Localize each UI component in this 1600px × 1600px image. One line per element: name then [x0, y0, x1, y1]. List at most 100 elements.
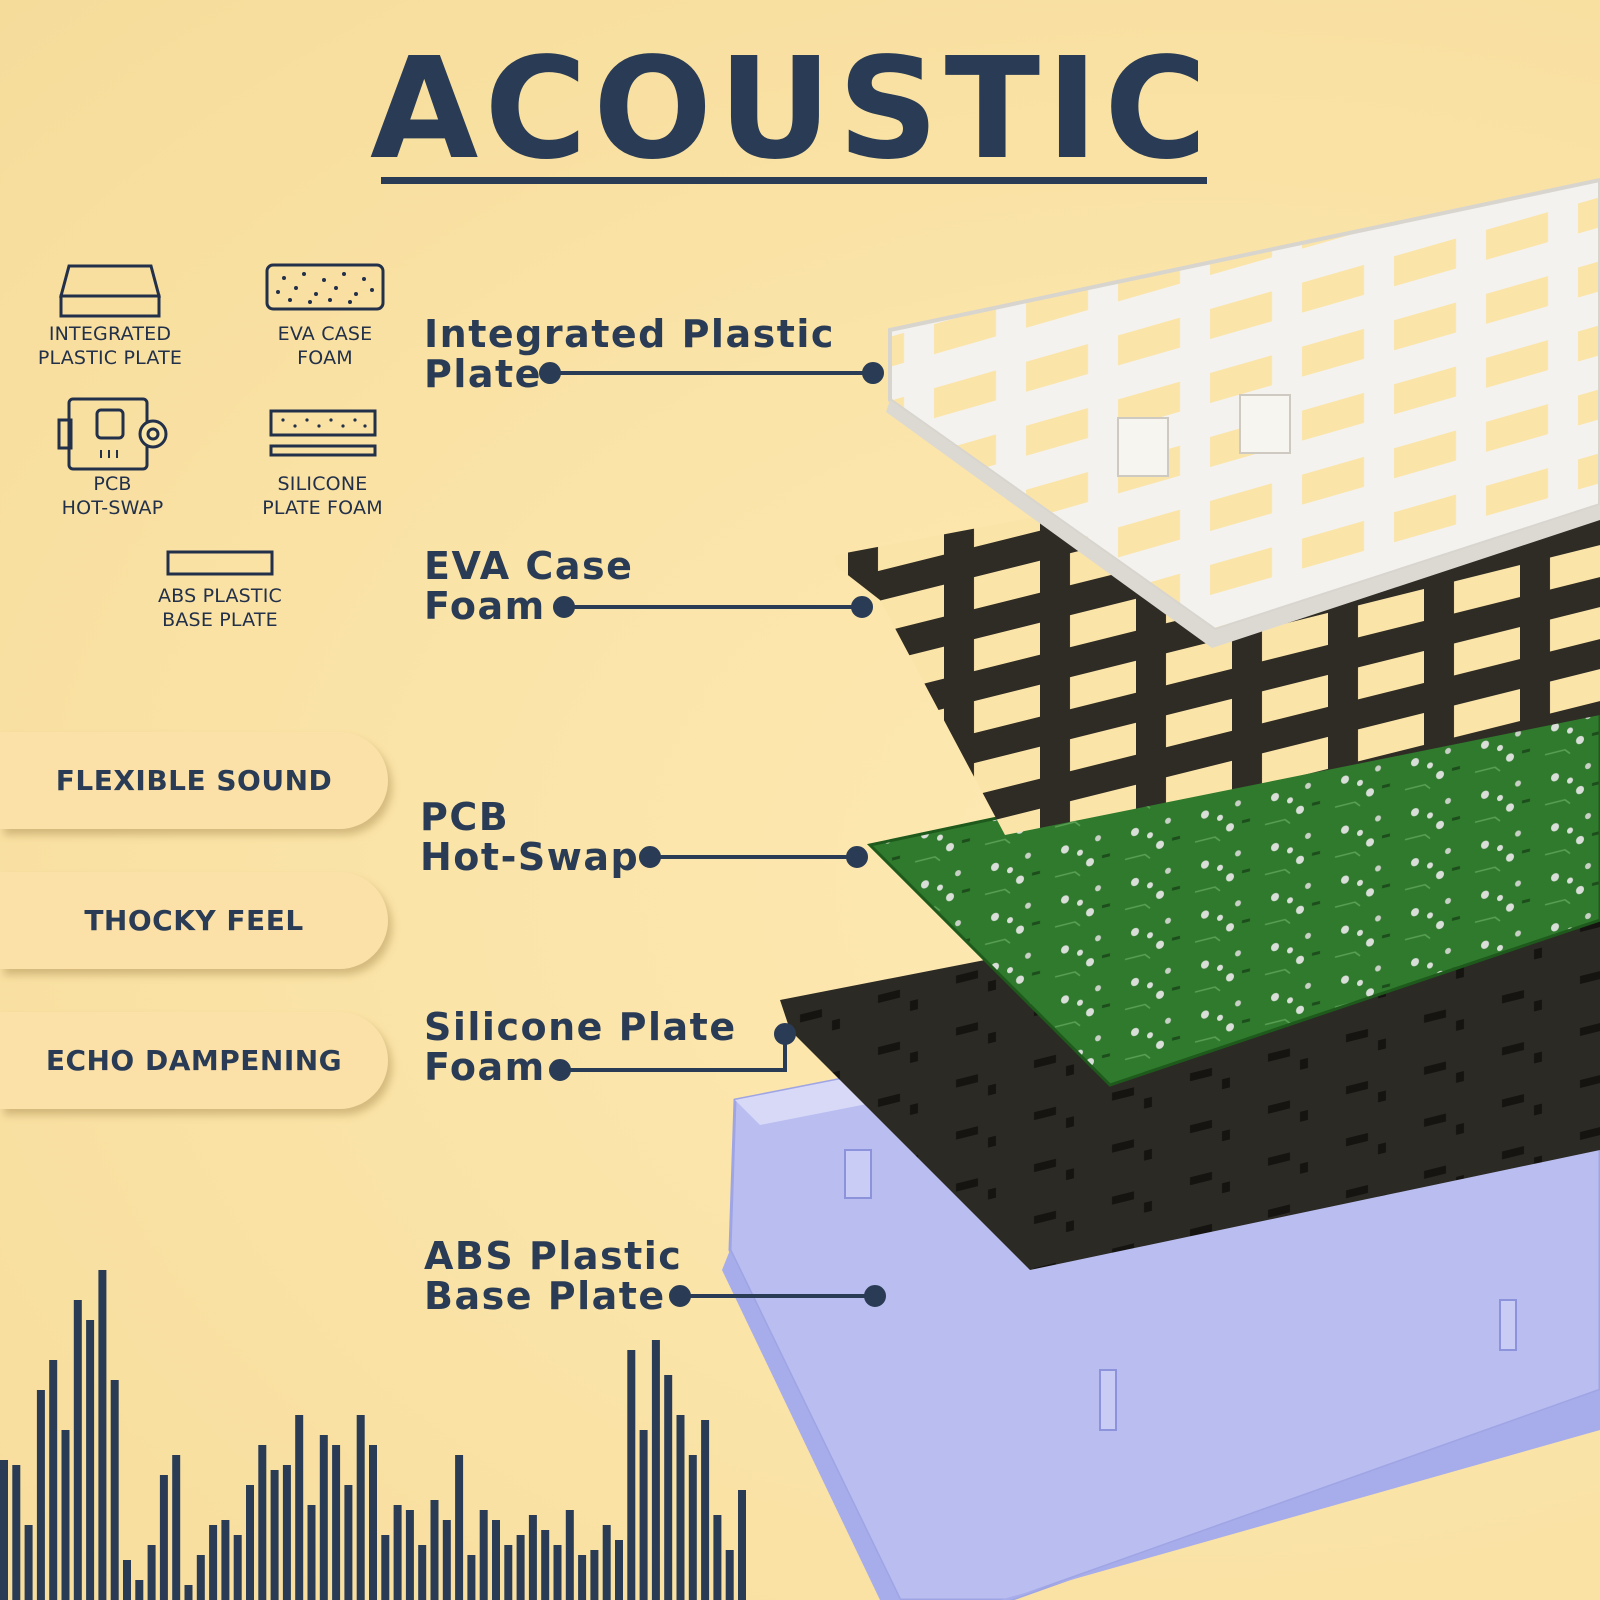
feature-pill-thocky-feel: THOCKY FEEL — [0, 872, 388, 969]
sound-wave-bar — [516, 1535, 525, 1600]
layer-label-abs-plastic-base-plate: ABS Plastic Base Plate — [424, 1236, 682, 1316]
sound-wave-bar — [701, 1420, 710, 1600]
connector-dot — [539, 362, 561, 384]
sound-wave-bar — [135, 1580, 144, 1600]
legend-label-line1: EVA CASE — [277, 323, 373, 345]
connector-dot — [553, 596, 575, 618]
switch-shape — [1239, 394, 1291, 454]
sound-wave-bar — [282, 1465, 291, 1600]
sound-wave-bar — [479, 1510, 488, 1600]
sound-wave-bar — [455, 1455, 464, 1600]
abs-standoff — [844, 1149, 872, 1199]
sound-wave-bar — [98, 1270, 107, 1600]
legend-label-line1: ABS PLASTIC — [157, 585, 282, 607]
sound-wave-bar — [627, 1350, 636, 1600]
connector-dot — [639, 846, 661, 868]
abs-standoff — [1499, 1299, 1517, 1351]
layer-label-silicone-plate-foam: Silicone Plate Foam — [424, 1007, 737, 1087]
sound-wave-bar — [196, 1555, 205, 1600]
sound-wave-bar — [159, 1475, 168, 1600]
feature-pill-echo-dampening: ECHO DAMPENING — [0, 1012, 388, 1109]
sound-wave-bar — [639, 1430, 648, 1600]
eva-case-foam-icon — [265, 263, 385, 311]
feature-pill-flexible-sound: FLEXIBLE SOUND — [0, 732, 388, 829]
sound-wave-bar — [221, 1520, 230, 1600]
sound-wave-bar — [664, 1375, 673, 1600]
layer-label-line2: Base Plate — [424, 1274, 666, 1318]
sound-wave-bar — [688, 1455, 697, 1600]
sound-wave-bar — [86, 1320, 95, 1600]
sound-wave-bar — [36, 1390, 45, 1600]
sound-wave-bar — [442, 1520, 451, 1600]
pcb-hot-swap-icon — [57, 397, 167, 471]
sound-wave-bar — [307, 1505, 316, 1600]
sound-wave-bar — [356, 1415, 365, 1600]
sound-wave-bar — [270, 1470, 279, 1600]
sound-wave-bar — [233, 1535, 242, 1600]
sound-wave-bar — [369, 1445, 377, 1600]
integrated-plastic-plate-icon — [59, 264, 161, 318]
sound-wave-bar — [24, 1525, 33, 1600]
sound-wave-bar — [528, 1515, 537, 1600]
layer-label-line2: Hot-Swap — [420, 835, 640, 879]
legend-label-line2: HOT-SWAP — [61, 497, 164, 519]
sound-wave-bar — [344, 1485, 353, 1600]
legend-label-line1: INTEGRATED — [48, 323, 172, 345]
sound-wave-bar — [110, 1380, 119, 1600]
legend-label-line2: BASE PLATE — [162, 609, 278, 631]
layer-label-integrated-plastic-plate: Integrated Plastic Plate — [424, 314, 835, 394]
sound-wave-bar — [295, 1415, 304, 1600]
layer-label-line2: Plate — [424, 352, 542, 396]
sound-wave-bar — [49, 1360, 58, 1600]
legend-item-silicone-plate-foam: SILICONE PLATE FOAM — [240, 408, 405, 520]
legend-label-line2: PLATE FOAM — [262, 497, 383, 519]
layer-label-line1: EVA Case — [424, 544, 634, 588]
sound-wave-bar — [147, 1545, 156, 1600]
sound-wave-bar — [73, 1300, 82, 1600]
sound-wave-bar — [651, 1340, 660, 1600]
sound-wave-bar — [492, 1520, 500, 1600]
sound-wave-bar — [565, 1510, 574, 1600]
legend-item-eva-case-foam: EVA CASE FOAM — [240, 262, 410, 370]
abs-plastic-base-plate-icon — [166, 550, 274, 576]
layer-label-line1: PCB — [420, 795, 510, 839]
sound-wave-bar — [61, 1430, 70, 1600]
layer-label-line2: Foam — [424, 584, 546, 628]
sound-wave-bar — [713, 1515, 722, 1600]
connector-dot — [864, 1285, 886, 1307]
sound-wave-bar — [615, 1540, 623, 1600]
sound-wave-bar — [209, 1525, 218, 1600]
sound-wave-bar — [0, 1460, 8, 1600]
legend-item-abs-plastic-base-plate: ABS PLASTIC BASE PLATE — [140, 548, 300, 632]
sound-wave-bar — [725, 1550, 734, 1600]
layer-label-pcb-hot-swap: PCB Hot-Swap — [420, 797, 639, 877]
layer-label-line1: Integrated Plastic — [424, 312, 835, 356]
layer-label-line1: ABS Plastic — [424, 1234, 683, 1278]
sound-wave-bar — [258, 1445, 267, 1600]
legend-item-pcb-hot-swap: PCB HOT-SWAP — [30, 396, 195, 520]
connector-dot — [774, 1023, 796, 1045]
sound-wave-bar — [172, 1455, 181, 1600]
sound-wave-bar — [332, 1445, 341, 1600]
legend-item-integrated-plastic-plate: INTEGRATED PLASTIC PLATE — [20, 262, 200, 370]
feature-label: THOCKY FEEL — [84, 904, 304, 937]
connector-dot — [862, 362, 884, 384]
title-underline — [381, 177, 1207, 184]
connector-line-silicone — [560, 1034, 787, 1072]
sound-wave-bar — [405, 1510, 414, 1600]
sound-wave-bar — [184, 1585, 193, 1600]
legend-label-line2: FOAM — [297, 347, 353, 369]
layer-label-line1: Silicone Plate — [424, 1005, 737, 1049]
sound-wave-bar — [467, 1555, 476, 1600]
feature-label: ECHO DAMPENING — [45, 1044, 343, 1077]
sound-wave-bar — [393, 1505, 402, 1600]
sound-wave-bar — [602, 1525, 611, 1600]
feature-label: FLEXIBLE SOUND — [55, 764, 333, 797]
page-title: ACOUSTIC — [370, 28, 1213, 191]
connector-dot — [549, 1059, 571, 1081]
layer-label-line2: Foam — [424, 1045, 546, 1089]
sound-wave-bar — [676, 1415, 685, 1600]
sound-wave-bar — [553, 1545, 562, 1600]
sound-wave-bar — [12, 1465, 21, 1600]
